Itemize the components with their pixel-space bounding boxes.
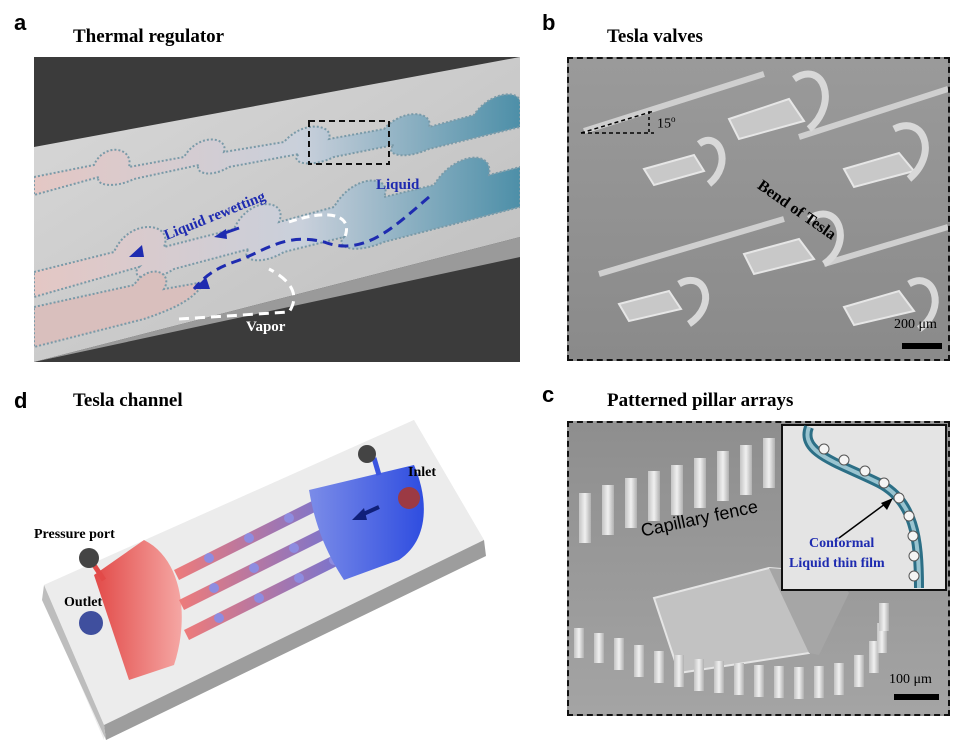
inset-text-line2: Liquid thin film	[789, 556, 885, 571]
panel-c-label: c	[542, 382, 555, 407]
panel-a-label: a	[14, 10, 27, 35]
pressure-port-label: Pressure port	[34, 527, 115, 542]
vapor-label: Vapor	[246, 319, 286, 335]
panel-d-title: Tesla channel	[73, 390, 183, 411]
angle-unit: o	[671, 114, 676, 124]
panel-c-title: Patterned pillar arrays	[607, 390, 794, 411]
panel-d-image: Pressure port Outlet Inlet	[34, 410, 529, 740]
liquid-label: Liquid	[376, 177, 420, 193]
angle-value: 15	[657, 116, 671, 132]
panel-b-title: Tesla valves	[607, 26, 703, 47]
panel-b-label: b	[542, 10, 556, 35]
scale-bar-b-label: 200 μm	[894, 317, 937, 332]
panel-d-label: d	[14, 388, 28, 413]
panel-c-image: Capillary fence Conformal Liquid thin fi…	[567, 421, 950, 716]
panel-b-image: 15o Bend of Tesla 200 μm	[567, 57, 950, 361]
panel-a-title: Thermal regulator	[73, 26, 225, 47]
panel-a-image: Liquid rewetting Liquid Vapor	[34, 57, 520, 362]
outlet-label: Outlet	[64, 595, 103, 610]
inlet-label: Inlet	[408, 465, 436, 480]
inset-text-line1: Conformal	[809, 536, 875, 551]
scale-bar-c-label: 100 μm	[889, 672, 932, 687]
angle-label: 15o	[657, 114, 676, 133]
